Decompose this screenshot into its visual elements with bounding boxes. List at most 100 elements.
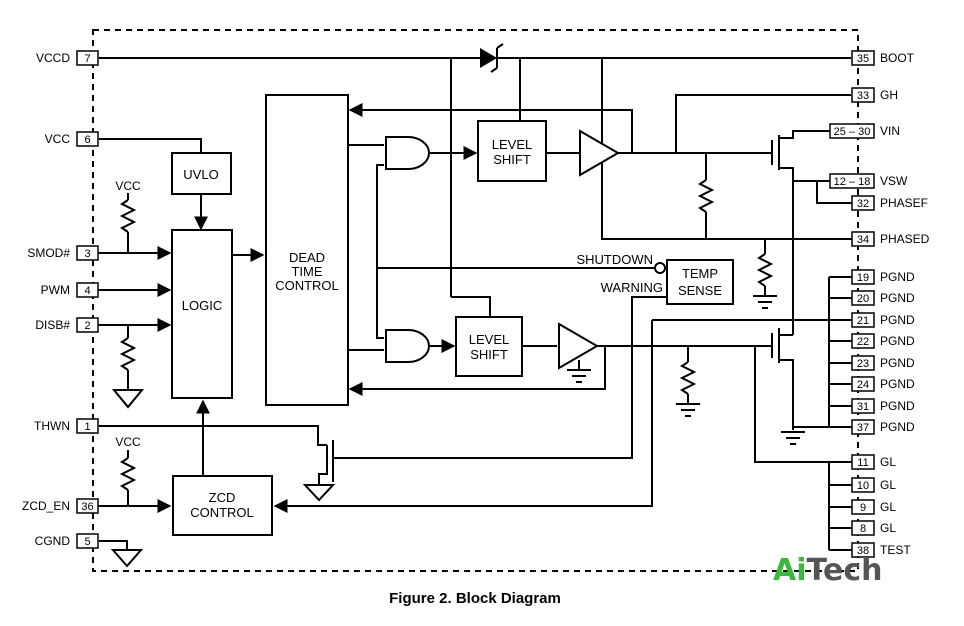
pin-box [851, 355, 875, 371]
left-pin: 7 VCCD [36, 50, 99, 66]
pin-box [76, 317, 99, 333]
pin-box [851, 520, 875, 536]
left-pin: 36 ZCD_EN [22, 498, 99, 514]
zcd-control-label-1: ZCD [209, 490, 236, 505]
pin-number: 8 [860, 523, 866, 535]
left-pin: 3 SMOD# [27, 245, 99, 261]
pin-label: CGND [35, 534, 71, 548]
level-shift-high-block [477, 120, 547, 182]
pin-label: GL [880, 500, 896, 514]
pin-label: PGND [880, 313, 915, 327]
pin-label: VCCD [36, 51, 70, 65]
pin-label: PGND [880, 377, 915, 391]
right-pin: 9 GL [851, 499, 896, 515]
temp-sense-label-2: SENSE [678, 283, 722, 298]
pin-number: 38 [857, 545, 869, 557]
right-pin: 21 PGND [851, 312, 915, 328]
pin-box [851, 454, 875, 470]
pin-number: 9 [860, 502, 866, 514]
right-pin: 24 PGND [851, 376, 915, 392]
pin-number: 19 [857, 272, 869, 284]
and-gate-low-icon [385, 329, 430, 363]
level-shift-high-label-1: LEVEL [492, 137, 532, 152]
figure-caption: Figure 2. Block Diagram [389, 590, 561, 607]
pin-number: 37 [857, 422, 869, 434]
pin-number: 36 [81, 501, 93, 513]
pin-label: PGND [880, 399, 915, 413]
pin-label: PGND [880, 334, 915, 348]
shutdown-bubble-icon [654, 262, 666, 274]
level-shift-low-label-2: SHIFT [470, 347, 508, 362]
pin-number: 6 [84, 134, 90, 146]
pin-box [76, 418, 99, 434]
pin-number: 31 [857, 401, 869, 413]
pin-number: 4 [84, 285, 90, 297]
pin-label: ZCD_EN [22, 499, 70, 513]
pin-box [76, 533, 99, 549]
pin-box [76, 282, 99, 298]
zcd-control-block [172, 475, 273, 536]
pin-number: 11 [857, 457, 868, 469]
pin-number: 33 [857, 90, 869, 102]
pin-number: 3 [84, 248, 90, 260]
pin-label: DISB# [35, 318, 70, 332]
pin-number: 35 [857, 53, 869, 65]
pin-box [851, 231, 875, 247]
left-pins: 7VCCD6VCC3SMOD#4PWM2DISB#1THWN36ZCD_EN5C… [22, 50, 99, 549]
temp-sense-block [666, 259, 734, 305]
left-pin: 6 VCC [45, 131, 99, 147]
pin-label: PGND [880, 291, 915, 305]
pin-number: 20 [857, 293, 869, 305]
pin-box [851, 290, 875, 306]
pin-box [851, 499, 875, 515]
pin-box [851, 195, 875, 211]
pin-label: PGND [880, 420, 915, 434]
pin-box [851, 333, 875, 349]
pin-label: GL [880, 478, 896, 492]
pin-number: 21 [857, 315, 869, 327]
pin-box [851, 312, 875, 328]
pin-label: PGND [880, 270, 915, 284]
pin-box [76, 245, 99, 261]
pin-label: VCC [45, 132, 71, 146]
pin-box [76, 498, 99, 514]
pin-label: SMOD# [27, 246, 70, 260]
watermark-logo: AiTech [773, 553, 882, 588]
pin-number: 7 [84, 53, 90, 65]
ground-icon [110, 295, 805, 568]
wires [98, 57, 852, 551]
pin-label: VSW [880, 174, 908, 188]
pin-box [851, 542, 875, 558]
pin-number: 2 [84, 320, 90, 332]
temp-sense-label-1: TEMP [682, 266, 718, 281]
pin-number: 22 [857, 336, 869, 348]
pin-label: THWN [34, 419, 70, 433]
pin-number: 24 [857, 379, 869, 391]
and-gate-high-icon [385, 136, 430, 170]
pin-label: GL [880, 521, 896, 535]
left-pin: 4 PWM [41, 282, 99, 298]
right-pin: 23 PGND [851, 355, 915, 371]
left-pin: 2 DISB# [35, 317, 99, 333]
pin-label: PGND [880, 356, 915, 370]
pin-box [851, 477, 875, 493]
pin-number: 23 [857, 358, 869, 370]
pin-box [829, 123, 875, 139]
pin-box [851, 398, 875, 414]
pin-box [76, 50, 99, 66]
uvlo-block [171, 152, 232, 195]
pin-label: VIN [880, 124, 900, 138]
zcd-control-label-2: CONTROL [190, 505, 254, 520]
pin-number: 34 [857, 234, 869, 246]
pin-label: PWM [41, 283, 70, 297]
right-pin: 22 PGND [851, 333, 915, 349]
pin-label: GL [880, 455, 896, 469]
pin-box [851, 269, 875, 285]
